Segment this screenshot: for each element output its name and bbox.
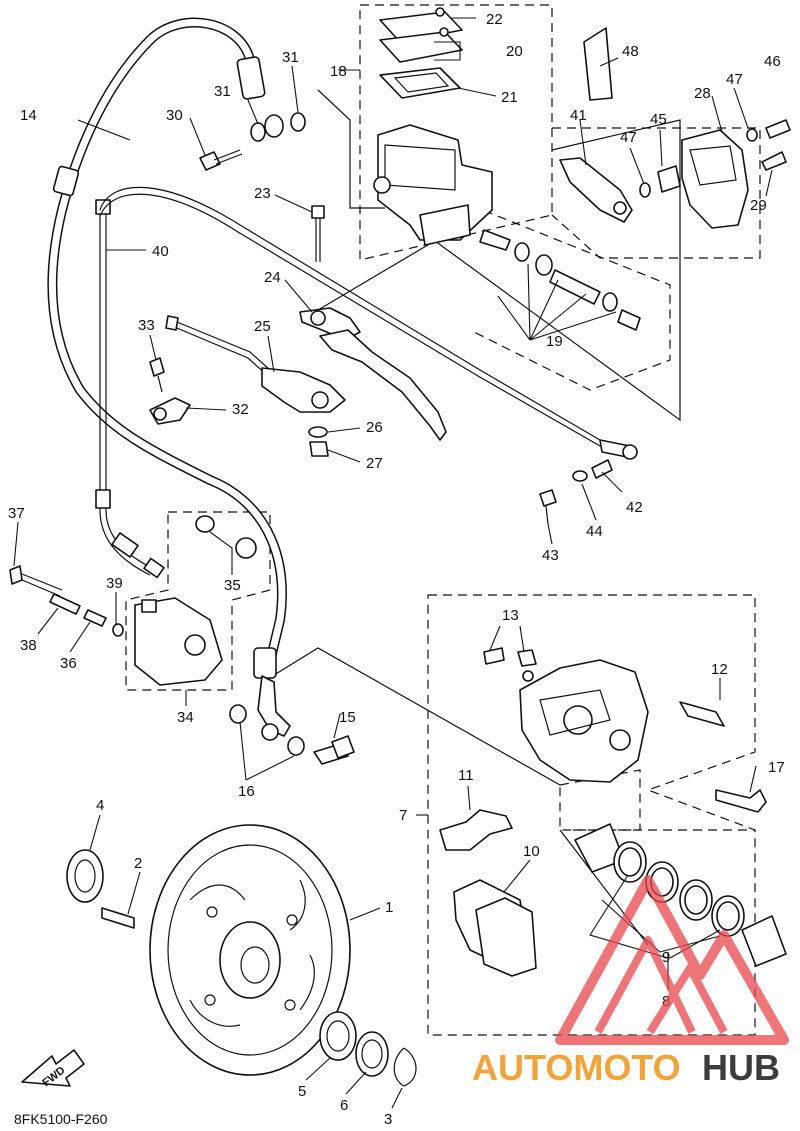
nuts-26-27 <box>308 426 329 457</box>
callout-36: 36 <box>60 655 77 672</box>
bolt-23 <box>311 205 325 262</box>
callout-42: 42 <box>626 499 643 516</box>
callout-13: 13 <box>502 607 519 624</box>
callout-1: 1 <box>385 899 393 916</box>
bolts-42-44 <box>539 459 613 525</box>
callout-44: 44 <box>586 523 603 540</box>
callout-21: 21 <box>501 89 518 106</box>
callout-20: 20 <box>506 43 523 60</box>
lever-bracket-group <box>559 27 791 229</box>
callout-33: 33 <box>138 317 155 334</box>
callout-7: 7 <box>399 807 407 824</box>
callout-26: 26 <box>366 419 383 436</box>
callout-31: 31 <box>214 83 231 100</box>
callout-6: 6 <box>340 1097 348 1114</box>
callout-numbers: 1 2 3 4 5 6 7 8 9 10 11 12 13 14 15 16 1… <box>8 11 785 1128</box>
caliper-34 <box>9 515 257 686</box>
callout-47: 47 <box>726 71 743 88</box>
clutch-lever-holder <box>165 315 346 413</box>
caliper-seals <box>574 823 787 967</box>
clutch-cable <box>95 186 638 579</box>
banjo-bolt-group <box>199 112 306 171</box>
callout-22: 22 <box>486 11 503 28</box>
callout-17: 17 <box>768 759 785 776</box>
callout-12: 12 <box>711 661 728 678</box>
callout-5: 5 <box>298 1083 306 1100</box>
callout-11: 11 <box>458 767 474 784</box>
piston-kit <box>479 229 641 331</box>
master-cylinder <box>373 7 493 246</box>
watermark-logo <box>555 875 789 1045</box>
callout-9: 9 <box>662 949 670 966</box>
clamp-32 <box>149 357 191 425</box>
callout-10: 10 <box>523 843 540 860</box>
brake-disc <box>149 824 351 1076</box>
callout-35: 35 <box>224 577 241 594</box>
callout-37: 37 <box>8 505 25 522</box>
callout-43: 43 <box>542 547 559 564</box>
callout-27: 27 <box>366 455 383 472</box>
front-caliper <box>483 647 767 813</box>
callout-38: 38 <box>20 637 37 654</box>
callout-40: 40 <box>152 243 169 260</box>
callout-23: 23 <box>254 185 271 202</box>
callout-3: 3 <box>384 1111 392 1128</box>
fwd-arrow: FWD <box>21 1049 85 1089</box>
callout-41: 41 <box>570 107 587 124</box>
callout-39: 39 <box>106 575 123 592</box>
callout-18: 18 <box>330 63 347 80</box>
callout-29: 29 <box>750 197 767 214</box>
pads <box>439 809 537 977</box>
diagram-code: 8FK5100-F260 <box>14 1111 108 1127</box>
watermark-prefix: AUTOMOTO <box>472 1047 681 1088</box>
callout-31b: 31 <box>282 49 299 66</box>
callout-2: 2 <box>134 855 142 872</box>
callout-30: 30 <box>166 107 183 124</box>
callout-14: 14 <box>20 107 37 124</box>
brake-lever <box>299 307 447 441</box>
callout-46: 46 <box>764 53 781 70</box>
callout-48: 48 <box>622 43 639 60</box>
callout-28: 28 <box>694 85 711 102</box>
callout-34: 34 <box>177 709 194 726</box>
callout-15: 15 <box>339 709 356 726</box>
brake-hose <box>47 17 291 741</box>
callout-32: 32 <box>232 401 249 418</box>
watermark-text: AUTOMOTO HUB <box>472 1047 780 1088</box>
leader-lines <box>13 17 773 1109</box>
banjo-15-16 <box>229 704 355 765</box>
callout-45: 45 <box>650 111 667 128</box>
small-parts <box>66 849 417 1087</box>
callout-25: 25 <box>254 318 271 335</box>
watermark-suffix: HUB <box>702 1047 780 1088</box>
callout-47b: 47 <box>620 129 637 146</box>
callout-4: 4 <box>96 797 104 814</box>
callout-19: 19 <box>546 333 563 350</box>
callout-16: 16 <box>238 783 255 800</box>
callout-24: 24 <box>264 269 281 286</box>
